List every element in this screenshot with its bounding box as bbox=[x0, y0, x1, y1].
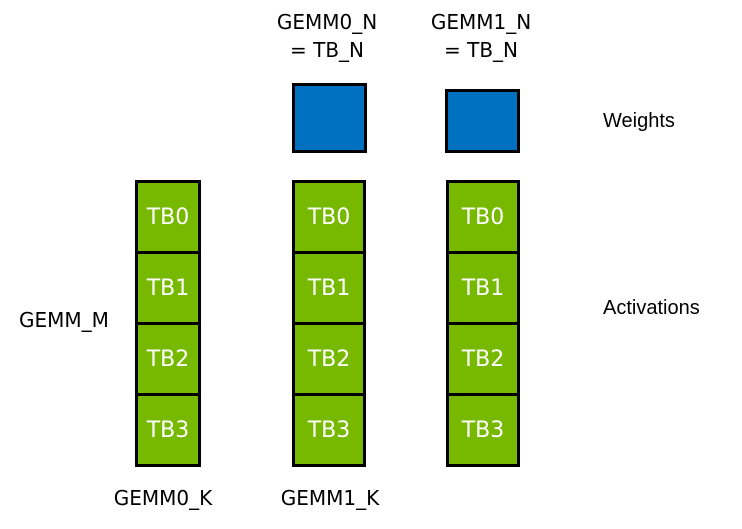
gemm-m-label: GEMM_M bbox=[19, 308, 109, 332]
gemm1-n-line2: = TB_N bbox=[443, 38, 518, 62]
thread-block-cell: TB0 bbox=[449, 183, 517, 251]
thread-block-cell: TB1 bbox=[449, 251, 517, 322]
activation-column-1: TB0 TB1 TB2 TB3 bbox=[292, 180, 366, 467]
weights-block-gemm1 bbox=[445, 89, 520, 153]
thread-block-cell: TB3 bbox=[449, 393, 517, 464]
thread-block-cell: TB2 bbox=[295, 322, 363, 393]
thread-block-cell: TB2 bbox=[138, 322, 198, 393]
weights-block-gemm0 bbox=[292, 83, 367, 153]
thread-block-cell: TB3 bbox=[138, 393, 198, 464]
gemm0-n-line2: = TB_N bbox=[289, 38, 364, 62]
gemm0-n-line1: GEMM0_N bbox=[276, 10, 378, 34]
activation-column-0: TB0 TB1 TB2 TB3 bbox=[135, 180, 201, 467]
thread-block-cell: TB1 bbox=[295, 251, 363, 322]
thread-block-cell: TB1 bbox=[138, 251, 198, 322]
thread-block-cell: TB2 bbox=[449, 322, 517, 393]
gemm0-k-label: GEMM0_K bbox=[113, 486, 213, 510]
gemm1-k-label: GEMM1_K bbox=[280, 486, 380, 510]
gemm0-n-header-label: GEMM0_N = TB_N bbox=[252, 8, 402, 64]
gemm1-n-line1: GEMM1_N bbox=[430, 10, 532, 34]
gemm1-n-header-label: GEMM1_N = TB_N bbox=[406, 8, 556, 64]
thread-block-cell: TB3 bbox=[295, 393, 363, 464]
thread-block-cell: TB0 bbox=[138, 183, 198, 251]
activations-label: Activations bbox=[603, 297, 700, 319]
weights-label: Weights bbox=[603, 110, 675, 132]
thread-block-cell: TB0 bbox=[295, 183, 363, 251]
activation-column-2: TB0 TB1 TB2 TB3 bbox=[446, 180, 520, 467]
